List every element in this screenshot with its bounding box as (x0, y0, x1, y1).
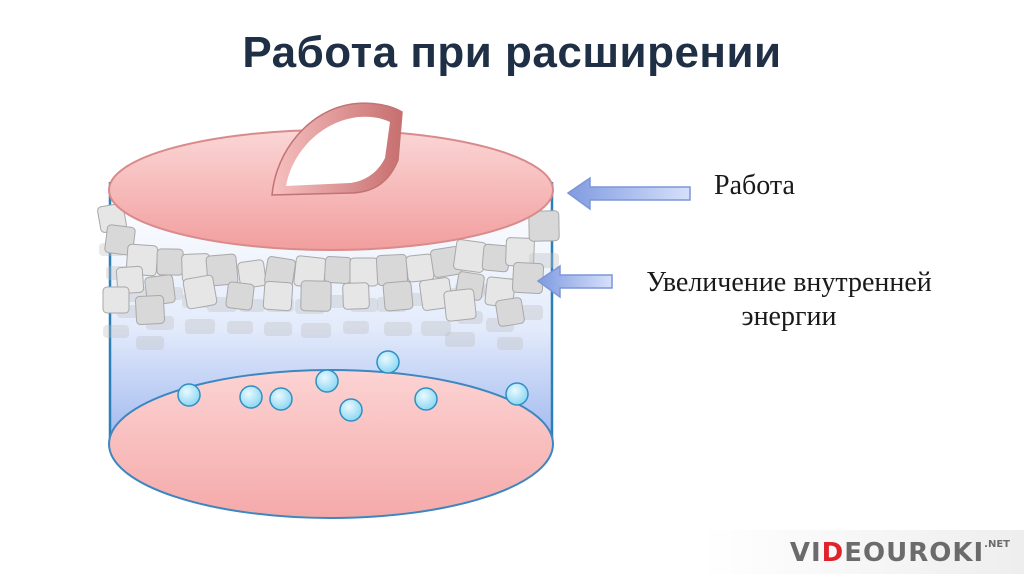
molecule-icon (505, 382, 529, 406)
label-energy-line-1: Увеличение внутренней (646, 267, 932, 298)
logo-part-2: D (821, 538, 845, 568)
label-work: Работа (714, 170, 795, 201)
videouroki-logo: VIDEOUROKI.NET (790, 538, 1010, 568)
sugar-cube-icon (528, 210, 560, 268)
label-energy-line-2: энергии (741, 301, 837, 332)
logo-part-3: EOUROKI (844, 538, 985, 568)
logo-part-1: VI (789, 538, 822, 568)
logo-suffix: .NET (984, 539, 1010, 550)
sugar-cube-icon (225, 281, 255, 334)
label-internal-energy: Увеличение внутренней энергии (614, 266, 964, 334)
sugar-cube-icon (382, 280, 414, 336)
molecule-icon (239, 385, 263, 409)
cylinder-bottom (108, 369, 554, 519)
molecule-icon (269, 387, 293, 411)
sugar-cube-icon (443, 288, 477, 347)
sugar-cube-icon (300, 280, 332, 338)
slide-title: Работа при расширении (242, 28, 782, 77)
molecule-icon (339, 398, 363, 422)
logo-band (700, 530, 1024, 574)
molecule-icon (414, 387, 438, 411)
arrow-left-icon (536, 264, 613, 299)
sugar-cube-icon (102, 286, 130, 338)
sugar-cube-icon (495, 297, 525, 350)
sugar-cube-icon (182, 274, 218, 334)
sugar-cube-icon (262, 280, 294, 336)
molecule-icon (177, 383, 201, 407)
weight-cubes (97, 203, 560, 350)
molecule-icon (376, 350, 400, 374)
gas-molecules (177, 350, 529, 422)
arrow-left-icon (566, 176, 691, 211)
sugar-cube-icon (342, 282, 370, 334)
lid-handle-icon (271, 102, 403, 196)
molecule-icon (315, 369, 339, 393)
sugar-cube-icon (134, 294, 166, 350)
